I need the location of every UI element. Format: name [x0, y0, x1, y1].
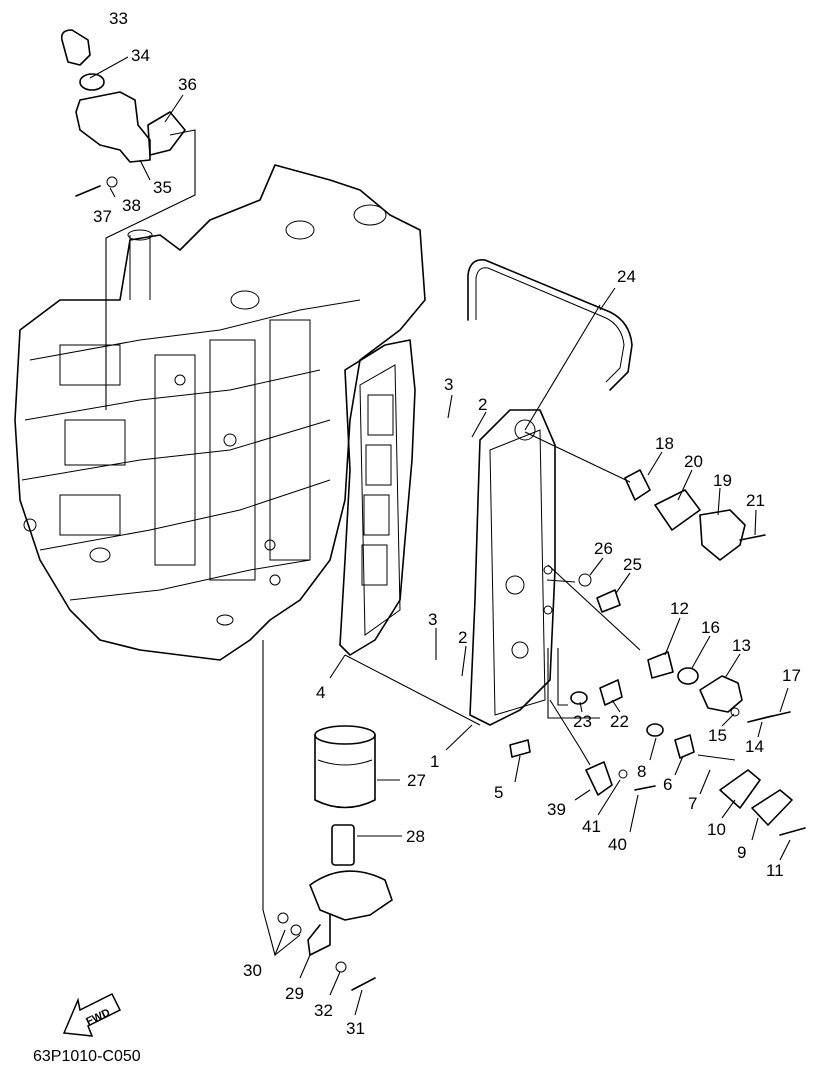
callout-31: 31 [346, 1019, 365, 1038]
callout-30: 30 [243, 961, 262, 980]
callout-2-upper: 2 [478, 395, 487, 414]
callout-29: 29 [285, 984, 304, 1003]
callout-40: 40 [608, 835, 627, 854]
callout-35: 35 [153, 178, 172, 197]
callout-36: 36 [178, 75, 197, 94]
callout-9: 9 [737, 843, 746, 862]
callout-19: 19 [713, 471, 732, 490]
callout-22: 22 [610, 712, 629, 731]
callout-41: 41 [582, 817, 601, 836]
callout-12: 12 [670, 599, 689, 618]
callout-32: 32 [314, 1001, 333, 1020]
callout-28: 28 [406, 827, 425, 846]
callout-14: 14 [745, 737, 764, 756]
callout-6: 6 [663, 775, 672, 794]
callout-26: 26 [594, 539, 613, 558]
callout-2-lower: 2 [458, 628, 467, 647]
callout-5: 5 [494, 783, 503, 802]
callout-38: 38 [122, 196, 141, 215]
callout-23: 23 [573, 712, 592, 731]
callout-33: 33 [109, 9, 128, 28]
leader-lines [89, 56, 791, 1016]
callout-39: 39 [547, 800, 566, 819]
callout-17: 17 [782, 666, 801, 685]
forward-direction-arrow-icon: FWD [62, 992, 122, 1037]
callout-15: 15 [708, 726, 727, 745]
callout-7: 7 [688, 794, 697, 813]
callout-16: 16 [701, 618, 720, 637]
callout-numbers: 33 34 36 35 37 38 24 3 2 18 20 19 21 26 … [93, 9, 801, 1038]
callout-11: 11 [766, 861, 784, 880]
callout-4: 4 [316, 683, 325, 702]
callout-21: 21 [746, 491, 765, 510]
callout-13: 13 [732, 636, 751, 655]
callout-27: 27 [407, 771, 426, 790]
callout-34: 34 [131, 46, 150, 65]
callout-18: 18 [655, 434, 674, 453]
callout-1: 1 [430, 752, 439, 771]
callout-37: 37 [93, 207, 112, 226]
callout-3-lower: 3 [428, 610, 437, 629]
cylinder-block-illustration [14, 164, 426, 661]
hose-illustration [467, 258, 633, 391]
gasket-illustration [339, 339, 416, 656]
callout-25: 25 [623, 555, 642, 574]
exhaust-cover-illustration [469, 409, 556, 726]
callout-24: 24 [617, 267, 636, 286]
oil-filter-illustration [277, 725, 393, 991]
lower-right-parts [509, 679, 806, 836]
callout-10: 10 [707, 820, 726, 839]
callout-8: 8 [637, 762, 646, 781]
drawing-code: 63P1010-C050 [33, 1048, 141, 1065]
thermostat-parts-right [578, 469, 791, 723]
callout-3-upper: 3 [444, 375, 453, 394]
callout-20: 20 [684, 452, 703, 471]
thermostat-housing-top [60, 29, 186, 197]
